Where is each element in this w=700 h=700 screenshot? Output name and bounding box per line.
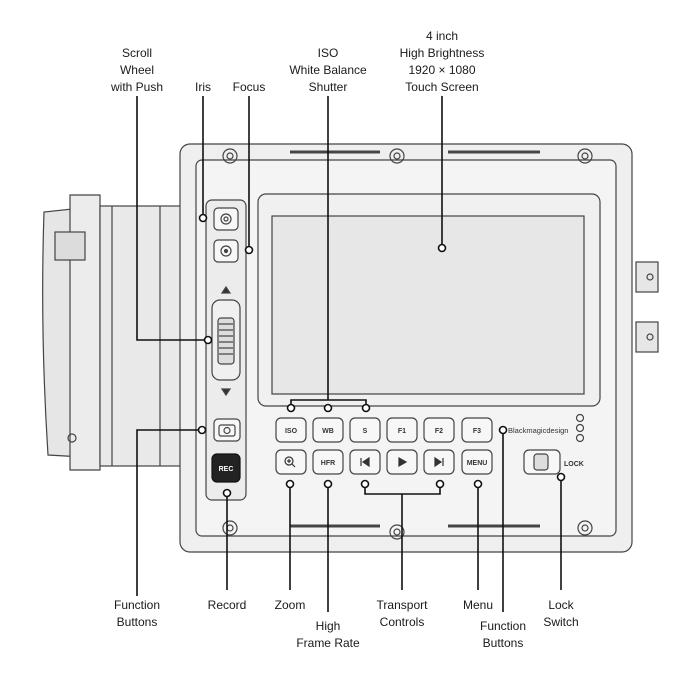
wb-button-label: WB	[322, 428, 334, 435]
f1-button-label: F1	[398, 428, 406, 435]
zoom-button[interactable]	[275, 449, 307, 475]
wb-button[interactable]	[312, 417, 344, 443]
dot-record	[222, 488, 232, 498]
dot-wb	[323, 403, 333, 413]
hfr-button-label: HFR	[321, 460, 335, 467]
iris-icon	[220, 213, 232, 225]
leader-function-left	[136, 429, 200, 596]
dot-scroll-wheel	[203, 335, 213, 345]
focus-icon	[220, 245, 232, 257]
menu-button[interactable]	[461, 449, 493, 475]
record-button-label: REC	[219, 466, 234, 473]
dot-skip-forward	[435, 479, 445, 489]
lens-mount	[42, 194, 183, 471]
play-icon	[398, 456, 408, 468]
f1-button[interactable]	[386, 417, 418, 443]
f3-button-label: F3	[473, 428, 481, 435]
label-zoom: Zoom	[274, 598, 306, 612]
dot-lock	[556, 472, 566, 482]
f3-button[interactable]	[461, 417, 493, 443]
dot-skip-back	[360, 479, 370, 489]
dot-zoom	[285, 479, 295, 489]
skip-forward-icon	[434, 456, 444, 468]
lock-switch-knob	[533, 453, 549, 471]
camera-button[interactable]	[213, 418, 241, 442]
iris-button[interactable]	[213, 207, 239, 231]
dot-touch-screen	[437, 243, 447, 253]
menu-button-label: MENU	[467, 460, 488, 467]
dot-focus	[244, 245, 254, 255]
touch-screen[interactable]	[257, 193, 601, 407]
label-iris: Iris	[195, 80, 211, 94]
leader-scroll-wheel	[136, 96, 208, 341]
dot-function-right	[498, 425, 508, 435]
brand-logo: Blackmagicdesign	[508, 426, 568, 435]
shutter-button-label: S	[363, 428, 368, 435]
record-button[interactable]	[211, 453, 241, 483]
dot-function-left	[197, 425, 207, 435]
function-button-b[interactable]	[575, 423, 585, 433]
lock-label: LOCK	[564, 461, 584, 468]
dot-iris	[198, 213, 208, 223]
function-button-a[interactable]	[575, 413, 585, 423]
skip-back-icon	[360, 456, 370, 468]
camera-icon	[218, 424, 236, 437]
label-record: Record	[207, 598, 247, 612]
dot-menu	[473, 479, 483, 489]
zoom-icon	[284, 456, 296, 468]
iso-button-label: ISO	[285, 428, 298, 435]
scroll-wheel[interactable]	[211, 285, 241, 397]
dot-shutter	[361, 403, 371, 413]
dot-hfr	[323, 479, 333, 489]
function-button-c[interactable]	[575, 433, 585, 443]
f2-button-label: F2	[435, 428, 443, 435]
iso-button[interactable]	[275, 417, 307, 443]
hfr-button[interactable]	[312, 449, 344, 475]
f2-button[interactable]	[423, 417, 455, 443]
dot-iso	[286, 403, 296, 413]
label-menu: Menu	[462, 598, 494, 612]
shutter-button[interactable]	[349, 417, 381, 443]
label-focus: Focus	[232, 80, 266, 94]
